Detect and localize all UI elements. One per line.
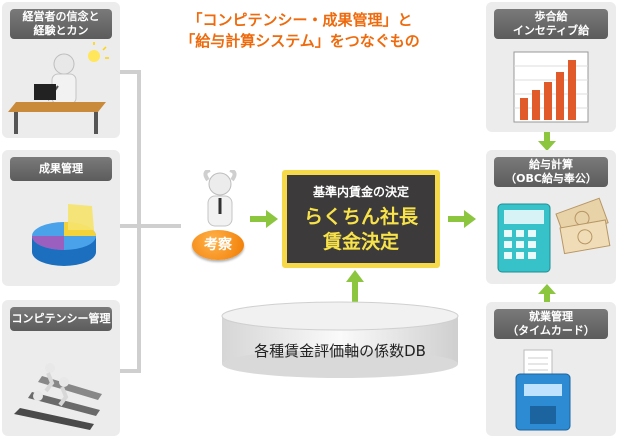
diagram-heading: 「コンピテンシー・成果管理」と 「給与計算システム」をつなぐもの <box>150 10 450 52</box>
panel-performance-title: 成果管理 <box>10 157 112 181</box>
panel-competency-title: コンピテンシー管理 <box>10 307 112 331</box>
panel-payroll: 給与計算 （OBC給与奉公） <box>486 150 616 284</box>
arrow-incentive-to-payroll <box>538 131 556 151</box>
left-connector-middle <box>120 224 141 228</box>
panel-management-title: 経営者の信念と 経験とカン <box>10 9 112 39</box>
time-clock-icon <box>515 349 571 431</box>
thinking-person-icon <box>203 170 237 227</box>
arrow-to-decision <box>250 210 278 228</box>
heading-line-1: 「コンピテンシー・成果管理」と <box>187 11 413 29</box>
coefficient-database-icon <box>221 301 459 378</box>
left-connector-to-consider <box>141 224 181 228</box>
left-connector-top <box>120 70 141 74</box>
decision-main-text: らくちん社長 賃金決定 <box>303 206 418 253</box>
panel-payroll-title: 給与計算 （OBC給与奉公） <box>494 157 608 187</box>
3d-pie-chart-icon <box>32 204 96 266</box>
wage-decision-box: 基準内賃金の決定 らくちん社長 賃金決定 <box>282 170 440 268</box>
panel-incentive-title: 歩合給 インセティブ給 <box>494 9 608 39</box>
arrow-attendance-to-payroll <box>538 284 556 304</box>
database-label: 各種賃金評価軸の係数DB <box>254 342 426 360</box>
arrow-db-to-decision <box>346 270 364 310</box>
bar-chart-icon <box>513 51 589 123</box>
panel-attendance-title: 就業管理 （タイムカード） <box>494 309 608 339</box>
panel-management-intuition: 経営者の信念と 経験とカン <box>2 2 120 138</box>
heading-line-2: 「給与計算システム」をつなぐもの <box>180 32 420 50</box>
arrow-to-payroll <box>448 210 476 228</box>
decision-subtitle: 基準内賃金の決定 <box>312 185 409 199</box>
running-figures-arrows-icon <box>14 363 102 430</box>
panel-competency: コンピテンシー管理 <box>2 300 120 436</box>
panel-performance: 成果管理 <box>2 150 120 286</box>
left-connector-vertical <box>137 70 141 373</box>
calculator-and-cash-icon <box>497 197 611 273</box>
consideration-badge: 考察 <box>192 230 244 260</box>
panel-incentive: 歩合給 インセティブ給 <box>486 2 616 132</box>
executive-at-desk-icon <box>8 42 109 134</box>
panel-attendance: 就業管理 （タイムカード） <box>486 302 616 436</box>
left-connector-bottom <box>120 369 141 373</box>
